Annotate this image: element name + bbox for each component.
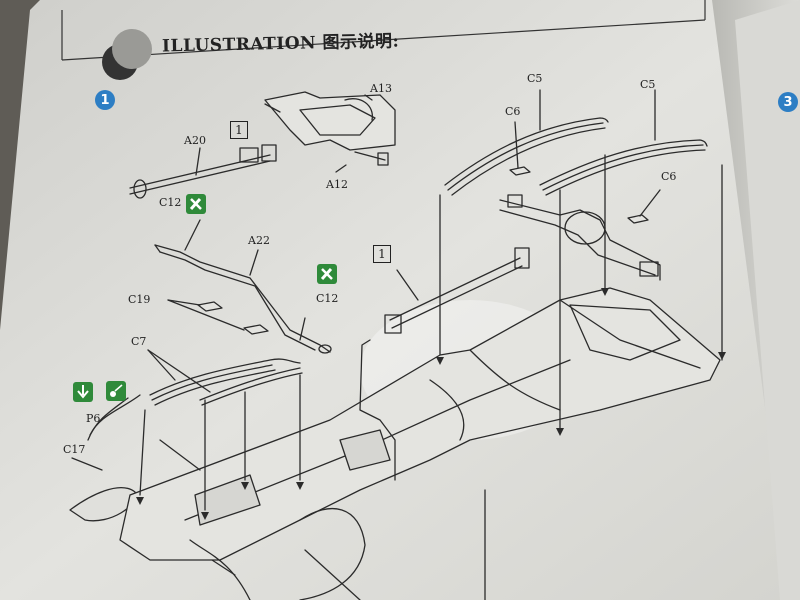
part-label-c12-right: C12 xyxy=(316,292,339,305)
step-badge-left: 1 xyxy=(95,90,115,110)
part-label-a12: A12 xyxy=(326,178,348,191)
step-badge-right: 3 xyxy=(778,92,798,112)
callout-box-1-center: 1 xyxy=(373,245,391,263)
part-label-c5-right: C5 xyxy=(640,78,656,91)
part-label-c6-right: C6 xyxy=(661,170,677,183)
no-glue-icon-right xyxy=(317,264,337,284)
part-label-a13: A13 xyxy=(370,82,392,95)
callout-box-1-left: 1 xyxy=(230,121,248,139)
part-label-a20: A20 xyxy=(184,134,206,147)
part-label-c6-left: C6 xyxy=(505,105,521,118)
part-label-c19: C19 xyxy=(128,293,151,306)
part-label-c12-top: C12 xyxy=(159,196,182,209)
glue-icon-glyph xyxy=(77,385,89,399)
no-glue-icon-glyph-right xyxy=(320,267,333,281)
part-label-p6: P6 xyxy=(86,412,101,425)
no-glue-icon xyxy=(186,194,206,214)
glue-icon xyxy=(73,382,93,402)
part-label-c7: C7 xyxy=(131,335,147,348)
part-label-c5-left: C5 xyxy=(527,72,543,85)
part-label-a22: A22 xyxy=(248,234,270,247)
part-label-c17: C17 xyxy=(63,443,86,456)
no-glue-icon-glyph xyxy=(189,197,202,211)
drill-icon xyxy=(106,381,126,401)
drill-icon-glyph xyxy=(110,384,123,397)
